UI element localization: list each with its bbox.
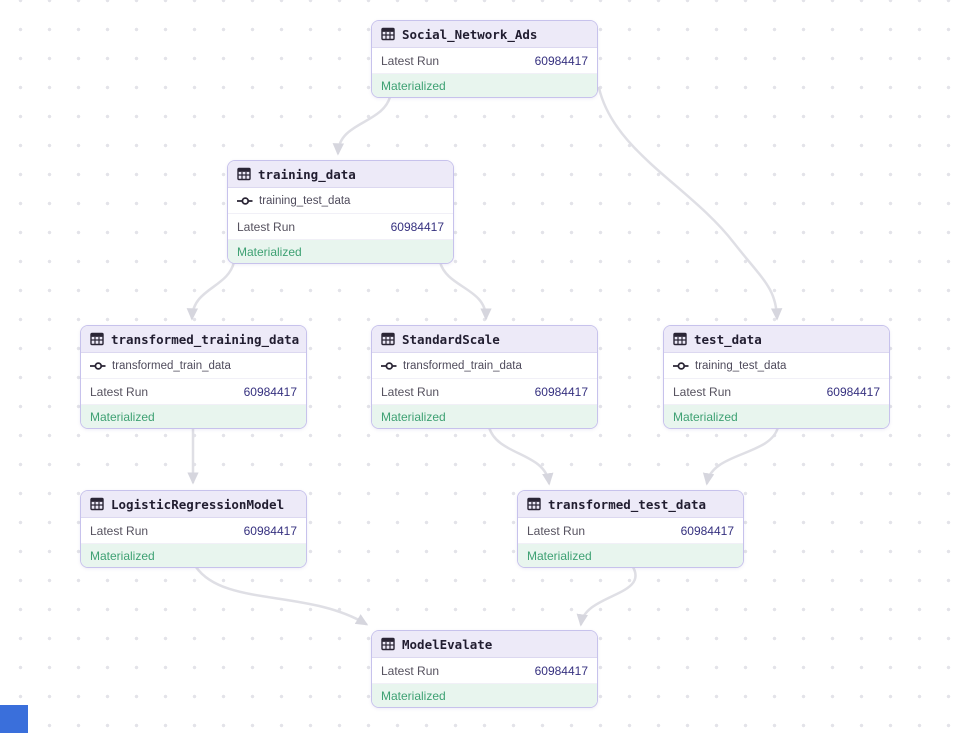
table-icon xyxy=(237,167,251,181)
asset-node-logistic_regression_model[interactable]: LogisticRegressionModel Latest Run 60984… xyxy=(80,490,307,568)
op-icon xyxy=(673,361,689,371)
asset-node-social_network_ads[interactable]: Social_Network_Ads Latest Run 60984417 M… xyxy=(371,20,598,98)
op-name: transformed_train_data xyxy=(112,359,231,372)
asset-name: StandardScale xyxy=(402,331,500,347)
asset-name: Social_Network_Ads xyxy=(402,26,538,42)
table-icon xyxy=(381,332,395,346)
latest-run-label: Latest Run xyxy=(381,663,440,678)
edge-transformed_test_data-to-model_evalate xyxy=(576,565,637,627)
latest-run-label: Latest Run xyxy=(90,384,149,399)
asset-node-header[interactable]: ModelEvalate xyxy=(372,631,597,658)
latest-run-row: Latest Run 60984417 xyxy=(664,379,889,405)
asset-node-header[interactable]: training_data xyxy=(228,161,453,188)
op-name: training_test_data xyxy=(695,359,787,372)
op-icon xyxy=(237,196,253,206)
asset-node-header[interactable]: LogisticRegressionModel xyxy=(81,491,306,518)
asset-node-model_evalate[interactable]: ModelEvalate Latest Run 60984417 Materia… xyxy=(371,630,598,708)
latest-run-row: Latest Run 60984417 xyxy=(81,518,306,544)
edge-social_network_ads-to-training_data xyxy=(332,95,392,156)
asset-name: transformed_test_data xyxy=(548,496,707,512)
asset-name: LogisticRegressionModel xyxy=(111,496,285,512)
run-id-link[interactable]: 60984417 xyxy=(534,384,588,399)
latest-run-label: Latest Run xyxy=(673,384,732,399)
table-icon xyxy=(527,497,541,511)
asset-node-header[interactable]: transformed_training_data xyxy=(81,326,306,353)
table-icon xyxy=(673,332,687,346)
materialized-badge: Materialized xyxy=(81,544,306,567)
edge-logistic_regression_model-to-model_evalate xyxy=(194,565,369,626)
latest-run-row: Latest Run 60984417 xyxy=(372,658,597,684)
latest-run-row: Latest Run 60984417 xyxy=(372,379,597,405)
asset-node-header[interactable]: Social_Network_Ads xyxy=(372,21,597,48)
edge-training_data-to-standard_scale xyxy=(438,260,492,321)
asset-node-transformed_training_data[interactable]: transformed_training_data transformed_tr… xyxy=(80,325,307,429)
edge-test_data-to-transformed_test_data xyxy=(702,425,780,486)
latest-run-label: Latest Run xyxy=(381,384,440,399)
materialized-badge: Materialized xyxy=(228,240,453,263)
latest-run-row: Latest Run 60984417 xyxy=(372,48,597,74)
table-icon xyxy=(381,637,395,651)
run-id-link[interactable]: 60984417 xyxy=(534,53,588,68)
asset-node-header[interactable]: transformed_test_data xyxy=(518,491,743,518)
run-id-link[interactable]: 60984417 xyxy=(390,219,444,234)
materialized-badge: Materialized xyxy=(81,405,306,428)
latest-run-row: Latest Run 60984417 xyxy=(228,214,453,240)
asset-node-training_data[interactable]: training_data training_test_data Latest … xyxy=(227,160,454,264)
materialized-badge: Materialized xyxy=(372,684,597,707)
latest-run-row: Latest Run 60984417 xyxy=(518,518,743,544)
op-icon xyxy=(381,361,397,371)
edge-standard_scale-to-transformed_test_data xyxy=(487,425,554,486)
materialized-badge: Materialized xyxy=(664,405,889,428)
latest-run-label: Latest Run xyxy=(527,523,586,538)
run-id-link[interactable]: 60984417 xyxy=(826,384,880,399)
table-icon xyxy=(381,27,395,41)
asset-name: test_data xyxy=(694,331,762,347)
asset-node-header[interactable]: StandardScale xyxy=(372,326,597,353)
edge-social_network_ads-to-test_data xyxy=(597,86,783,321)
asset-node-standard_scale[interactable]: StandardScale transformed_train_data Lat… xyxy=(371,325,598,429)
run-id-link[interactable]: 60984417 xyxy=(534,663,588,678)
asset-op-row: training_test_data xyxy=(664,353,889,379)
latest-run-row: Latest Run 60984417 xyxy=(81,379,306,405)
materialized-badge: Materialized xyxy=(518,544,743,567)
asset-node-header[interactable]: test_data xyxy=(664,326,889,353)
materialized-badge: Materialized xyxy=(372,74,597,97)
asset-name: transformed_training_data xyxy=(111,331,300,347)
asset-name: training_data xyxy=(258,166,356,182)
run-id-link[interactable]: 60984417 xyxy=(680,523,734,538)
op-name: transformed_train_data xyxy=(403,359,522,372)
asset-node-transformed_test_data[interactable]: transformed_test_data Latest Run 6098441… xyxy=(517,490,744,568)
table-icon xyxy=(90,497,104,511)
asset-op-row: transformed_train_data xyxy=(372,353,597,379)
asset-op-row: transformed_train_data xyxy=(81,353,306,379)
edge-training_data-to-transformed_training_data xyxy=(186,260,236,321)
run-id-link[interactable]: 60984417 xyxy=(243,384,297,399)
asset-name: ModelEvalate xyxy=(402,636,493,652)
op-name: training_test_data xyxy=(259,194,351,207)
asset-op-row: training_test_data xyxy=(228,188,453,214)
asset-node-test_data[interactable]: test_data training_test_data Latest Run … xyxy=(663,325,890,429)
latest-run-label: Latest Run xyxy=(90,523,149,538)
materialized-badge: Materialized xyxy=(372,405,597,428)
selection-indicator[interactable] xyxy=(0,705,28,733)
table-icon xyxy=(90,332,104,346)
op-icon xyxy=(90,361,106,371)
latest-run-label: Latest Run xyxy=(381,53,440,68)
latest-run-label: Latest Run xyxy=(237,219,296,234)
run-id-link[interactable]: 60984417 xyxy=(243,523,297,538)
